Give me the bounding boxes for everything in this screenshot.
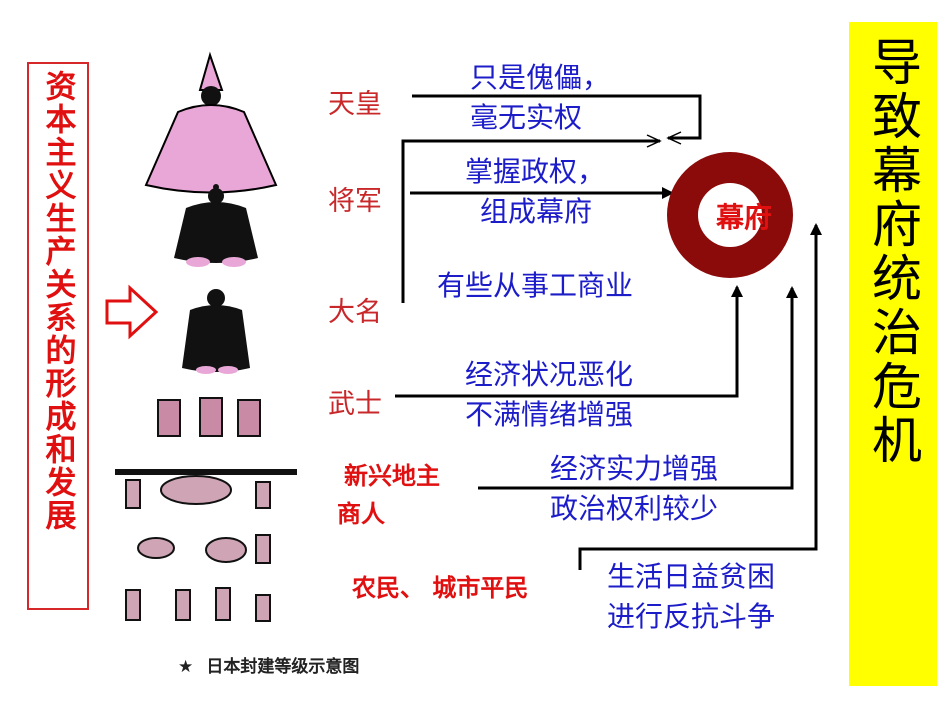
rank-samurai: 武士 xyxy=(328,389,382,420)
desc-daimyo: 有些从事工商业 xyxy=(437,269,634,302)
emperor-figure xyxy=(144,51,278,194)
rank-merchants: 商人 xyxy=(337,500,385,528)
rank-emperor: 天皇 xyxy=(328,89,382,120)
hollow-right-arrow-icon xyxy=(105,284,159,340)
rank-new-landlords: 新兴地主 xyxy=(344,462,440,490)
samurai-figures xyxy=(157,397,261,437)
desc-shogun: 掌握政权， 组成幕府 xyxy=(465,155,606,228)
peasant-figures xyxy=(115,469,297,622)
rank-peasants: 农民、 城市平民 xyxy=(352,574,529,602)
star-icon: ★ xyxy=(178,657,194,677)
desc-emperor: 只是傀儡， 毫无实权 xyxy=(470,61,611,134)
rank-daimyo: 大名 xyxy=(328,297,382,328)
hierarchy-caption: ★ 日本封建等级示意图 xyxy=(178,657,360,677)
daimyo-figure xyxy=(182,289,250,374)
rank-shogun: 将军 xyxy=(328,186,382,217)
left-vertical-box: 资本主义生产关系的形成和发展 xyxy=(27,62,89,610)
bakufu-ring xyxy=(667,152,793,278)
shogun-figure xyxy=(174,188,258,267)
bakufu-label: 幕府 xyxy=(715,201,772,234)
desc-samurai: 经济状况恶化 不满情绪增强 xyxy=(465,358,634,431)
right-vertical-box: 导致幕府统治危机 xyxy=(849,22,937,686)
feudal-hierarchy-illustration xyxy=(115,51,297,622)
desc-peasants: 生活日益贫困 进行反抗斗争 xyxy=(607,560,776,633)
bakufu-crisis-label: 导致幕府统治危机 xyxy=(864,36,922,468)
desc-merchants: 经济实力增强 政治权利较少 xyxy=(550,452,719,525)
capitalism-development-label: 资本主义生产关系的形成和发展 xyxy=(39,70,76,532)
